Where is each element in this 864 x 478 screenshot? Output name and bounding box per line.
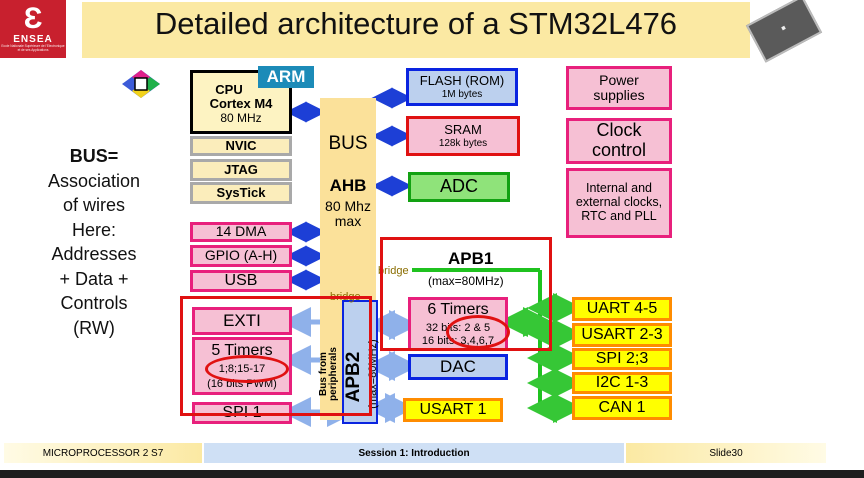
logo-mark-icon: Ɛ — [23, 2, 43, 36]
arm-badge: ARM — [258, 66, 314, 88]
apb2-timers-highlight — [205, 355, 289, 383]
bus-def-line-7: Controls — [60, 293, 128, 313]
comm-arrows — [498, 293, 583, 423]
bottom-bar — [0, 470, 864, 478]
dma-block: 14 DMA — [190, 222, 292, 242]
bus-def-line-6: + Data + — [59, 268, 129, 289]
apb1-timers-highlight — [446, 315, 510, 349]
usb-block: USB — [190, 270, 292, 292]
cpu-label: CPU — [215, 82, 243, 98]
logo-tagline: Ecole Nationale Supérieure de l'Electron… — [1, 44, 65, 52]
bus-def-line-4: Here: — [71, 219, 116, 240]
footer-course: MICROPROCESSOR 2 S7 — [4, 443, 202, 463]
logo-name: ENSEA — [13, 34, 53, 46]
ahb-arrows — [285, 87, 413, 291]
apb1-title: APB1 — [448, 249, 494, 268]
apb1-highlight-box — [380, 237, 552, 351]
power-block: Power supplies — [566, 66, 672, 110]
i2c-1-3-block: I2C 1-3 — [572, 372, 672, 394]
spi-2-3-block: SPI 2;3 — [572, 348, 672, 370]
flash-block: FLASH (ROM) 1M bytes — [406, 68, 518, 106]
dac-block: DAC — [408, 354, 508, 380]
uart-4-5-block: UART 4-5 — [572, 297, 672, 321]
flash-title: FLASH (ROM) — [419, 73, 505, 89]
systick-block: SysTick — [190, 182, 292, 204]
ahb-label: AHB — [329, 175, 367, 195]
apb2-bus — [342, 300, 378, 424]
clock-control-block: Clock control — [566, 118, 672, 164]
ahb-freq: 80 Mhz — [325, 197, 371, 214]
cpu-freq: 80 MHz — [220, 110, 262, 125]
sram-block: SRAM 128k bytes — [406, 116, 520, 156]
bus-def-line-3: of wires — [62, 195, 125, 215]
can1-block: CAN 1 — [572, 396, 672, 420]
sram-size: 128k bytes — [438, 137, 488, 149]
apb1-bridge: bridge — [378, 265, 409, 277]
bus-def-line-8: (RW) — [73, 317, 115, 338]
footer-session: Session 1: Introduction — [204, 443, 624, 463]
gpio-block: GPIO (A-H) — [190, 245, 292, 267]
jtag-block: JTAG — [190, 159, 292, 181]
bus-def-line-1: BUS= — [69, 146, 119, 166]
flash-size: 1M bytes — [441, 88, 483, 100]
title-banner — [82, 2, 750, 58]
ensea-logo: Ɛ ENSEA Ecole Nationale Supérieure de l'… — [0, 0, 66, 58]
usart-2-3-block: USART 2-3 — [572, 323, 672, 347]
apb2-highlight-box — [180, 296, 372, 416]
clock-details-block: Internal and external clocks, RTC and PL… — [566, 168, 672, 238]
page-title: Detailed architecture of a STM32L476 — [154, 6, 678, 41]
bus-def-line-5: Addresses — [51, 244, 137, 264]
cpu-core: Cortex M4 — [209, 96, 273, 112]
sram-title: SRAM — [444, 122, 482, 138]
bus-def-line-2: Association — [47, 170, 141, 191]
bus-label: BUS — [328, 133, 368, 154]
diamond-arrows-icon — [122, 70, 160, 98]
apb1-sub: (max=80MHz) — [428, 274, 504, 288]
exti-block: EXTI — [192, 307, 292, 335]
bus-definition: BUS= Association of wires Here: Addresse… — [18, 144, 170, 340]
adc-block: ADC — [408, 172, 510, 202]
nvic-block: NVIC — [190, 136, 292, 156]
apb1-timers-title: 6 Timers — [427, 301, 489, 319]
ahb-max: max — [334, 212, 362, 229]
cpu-block: CPU Cortex M4 80 MHz — [190, 70, 292, 134]
footer-slide-number: Slide30 — [626, 443, 826, 463]
usart1-block: USART 1 — [403, 398, 503, 422]
